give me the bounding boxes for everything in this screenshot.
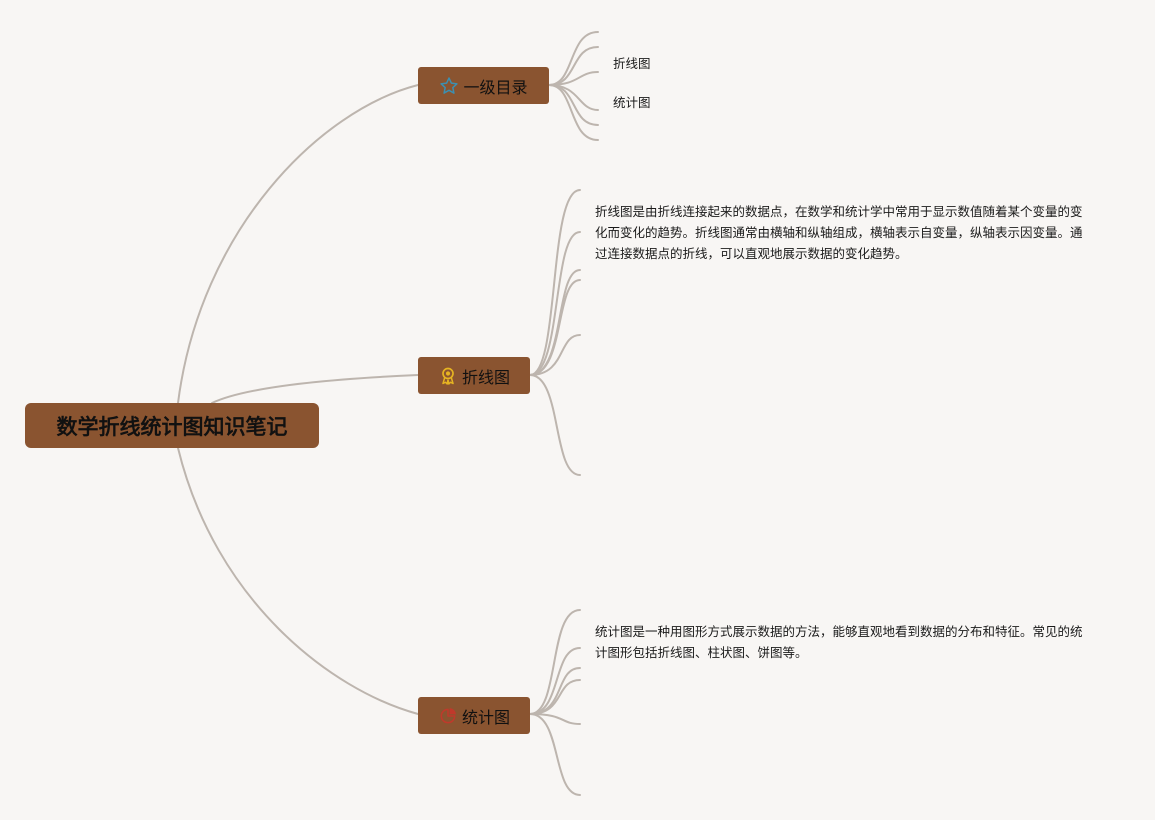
- line-chart-description[interactable]: 折线图是由折线连接起来的数据点，在数学和统计学中常用于显示数值随着某个变量的变化…: [595, 201, 1091, 264]
- leaf-label: 统计图: [613, 95, 651, 110]
- description-text: 统计图是一种用图形方式展示数据的方法，能够直观地看到数据的分布和特征。常见的统计…: [595, 624, 1083, 660]
- root-node[interactable]: 数学折线统计图知识笔记: [25, 403, 319, 448]
- root-to-topic1-line: [177, 84, 419, 404]
- topic3-branch-line: [529, 609, 581, 715]
- topic-label: 折线图: [461, 367, 510, 387]
- topic2-text-line: [529, 231, 581, 376]
- topic3-branch-line: [529, 713, 581, 725]
- topic2-branch-line: [529, 374, 581, 476]
- topic3-branch-line: [529, 667, 581, 715]
- topic3-branch-line: [529, 713, 581, 796]
- topic3-text-line: [529, 647, 581, 715]
- topic-label: 一级目录: [463, 77, 528, 97]
- leaf-line-chart[interactable]: 折线图: [613, 53, 651, 72]
- leaf-statistics-chart[interactable]: 统计图: [613, 92, 651, 111]
- topic1-branch-line: [548, 84, 599, 126]
- description-text: 折线图是由折线连接起来的数据点，在数学和统计学中常用于显示数值随着某个变量的变化…: [595, 204, 1083, 261]
- pie-chart-icon: [438, 706, 458, 726]
- leaf-label: 折线图: [613, 56, 651, 71]
- topic-node-statistics-chart[interactable]: 统计图: [418, 697, 530, 734]
- root-to-topic3-line: [177, 447, 419, 715]
- topic-node-line-chart[interactable]: 折线图: [418, 357, 530, 394]
- topic2-branch-line: [529, 334, 581, 376]
- topic2-branch-line: [529, 279, 581, 376]
- topic3-branch-line: [529, 679, 581, 715]
- root-label: 数学折线统计图知识笔记: [56, 414, 288, 439]
- root-to-topic2-line: [211, 374, 419, 404]
- topic2-branch-line: [529, 269, 581, 376]
- topic2-branch-line: [529, 189, 581, 376]
- topic-node-directory[interactable]: 一级目录: [418, 67, 549, 104]
- topic-label: 统计图: [461, 707, 510, 727]
- topic1-branch-line: [548, 31, 599, 86]
- statistics-chart-description[interactable]: 统计图是一种用图形方式展示数据的方法，能够直观地看到数据的分布和特征。常见的统计…: [595, 621, 1091, 663]
- topic1-branch-line: [548, 84, 599, 141]
- star-icon: [439, 76, 459, 96]
- award-icon: [438, 366, 458, 386]
